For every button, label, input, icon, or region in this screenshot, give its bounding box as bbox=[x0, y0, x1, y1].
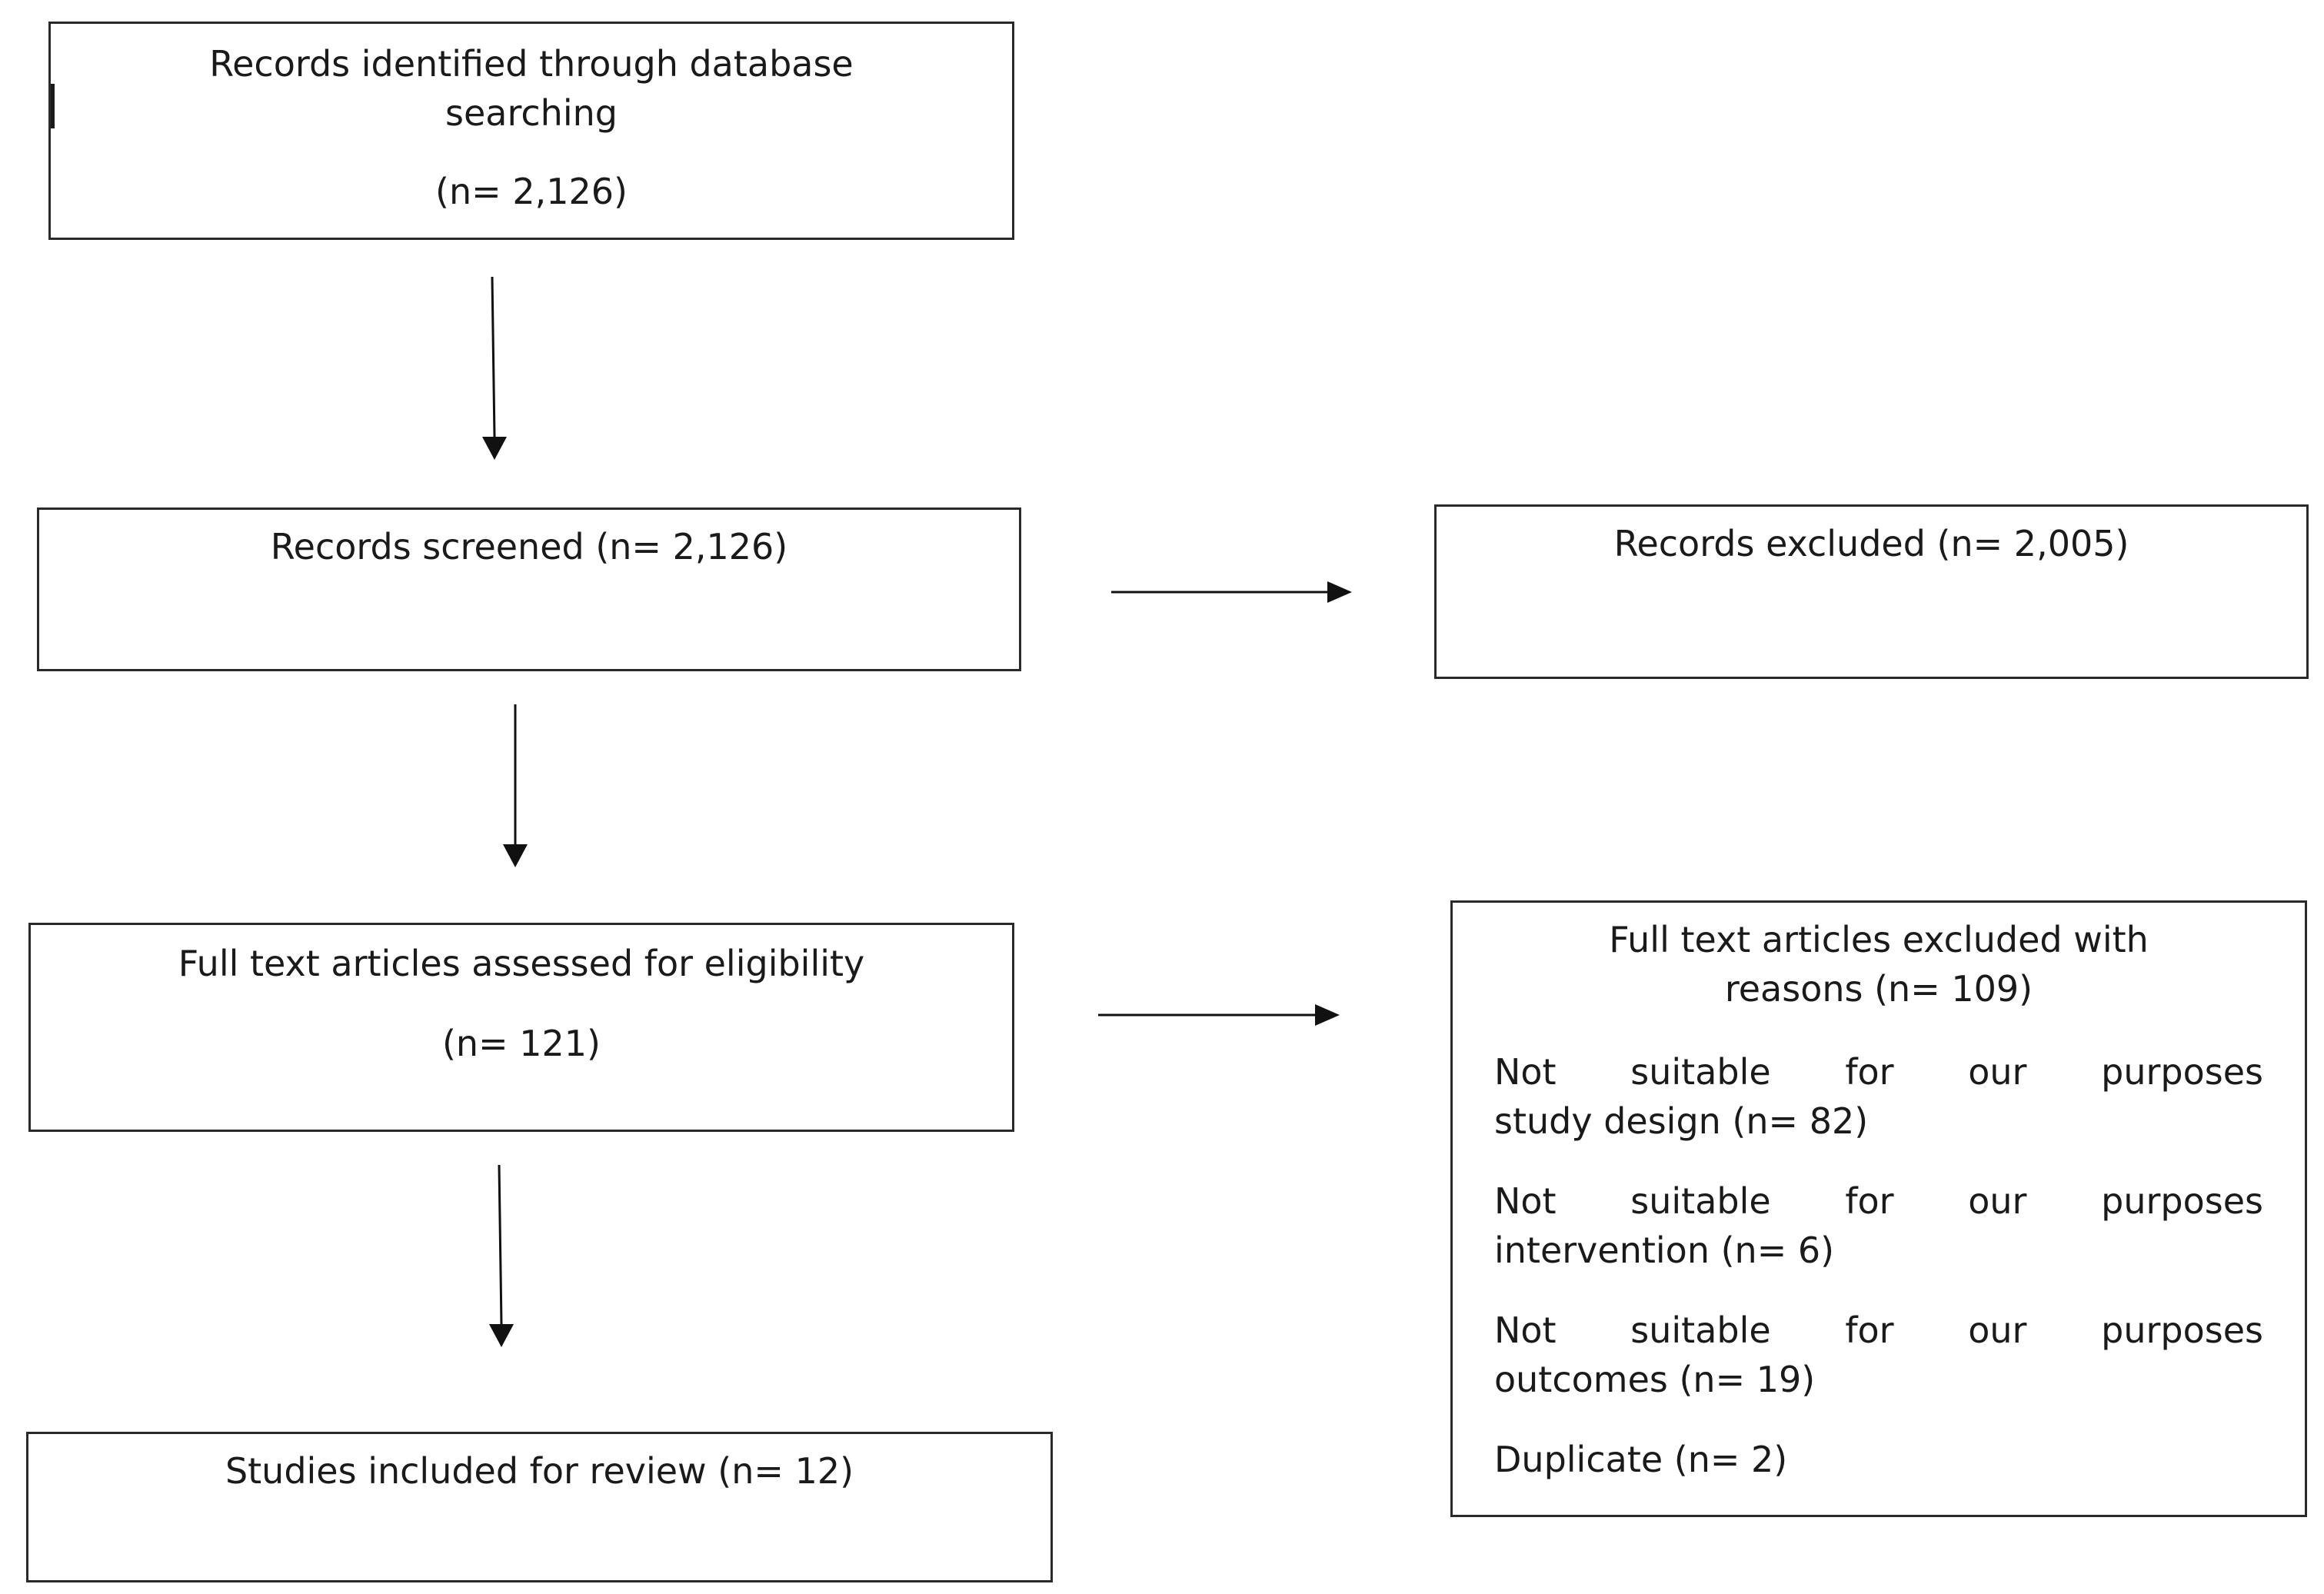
eligibility-box: Full text articles assessed for eligibil… bbox=[28, 923, 1014, 1132]
screening-label: Records screened (n= 2,126) bbox=[270, 526, 788, 567]
screening-box: Records screened (n= 2,126) bbox=[37, 507, 1021, 671]
reason-study-design-line1: Not suitable for our purposes bbox=[1494, 1051, 2263, 1093]
arrow-screening-to-eligibility bbox=[503, 704, 528, 867]
arrow-eligibility-to-included bbox=[489, 1164, 514, 1347]
eligibility-count: (n= 121) bbox=[441, 1023, 601, 1064]
arrow-screening-to-excluded bbox=[1111, 581, 1352, 603]
records-excluded-label: Records excluded (n= 2,005) bbox=[1613, 523, 2129, 564]
included-box: Studies included for review (n= 12) bbox=[26, 1432, 1053, 1582]
records-excluded-box: Records excluded (n= 2,005) bbox=[1434, 504, 2309, 679]
reason-intervention-line2: intervention (n= 6) bbox=[1494, 1230, 1835, 1271]
reason-study-design-line2: study design (n= 82) bbox=[1494, 1100, 1869, 1142]
fulltext-excluded-box: Full text articles excluded with reasons… bbox=[1450, 900, 2307, 1517]
identification-count: (n= 2,126) bbox=[435, 171, 628, 212]
reason-outcomes-line1: Not suitable for our purposes bbox=[1494, 1309, 2263, 1351]
edge-tick bbox=[51, 84, 55, 128]
identification-label-line1: Records identified through database bbox=[209, 43, 854, 85]
identification-box: Records identified through database sear… bbox=[48, 22, 1014, 240]
reason-outcomes-line2: outcomes (n= 19) bbox=[1494, 1359, 1816, 1400]
included-label: Studies included for review (n= 12) bbox=[225, 1450, 854, 1492]
identification-label-line2: searching bbox=[445, 92, 618, 134]
fulltext-excluded-title-line1: Full text articles excluded with bbox=[1609, 919, 2149, 960]
reason-intervention-line1: Not suitable for our purposes bbox=[1494, 1180, 2263, 1222]
eligibility-label: Full text articles assessed for eligibil… bbox=[178, 943, 865, 984]
reason-duplicate: Duplicate (n= 2) bbox=[1494, 1439, 1788, 1480]
arrow-eligibility-to-fulltext-excluded bbox=[1098, 1004, 1340, 1026]
arrow-identification-to-screening bbox=[482, 276, 507, 460]
fulltext-excluded-title-line2: reasons (n= 109) bbox=[1724, 968, 2033, 1010]
